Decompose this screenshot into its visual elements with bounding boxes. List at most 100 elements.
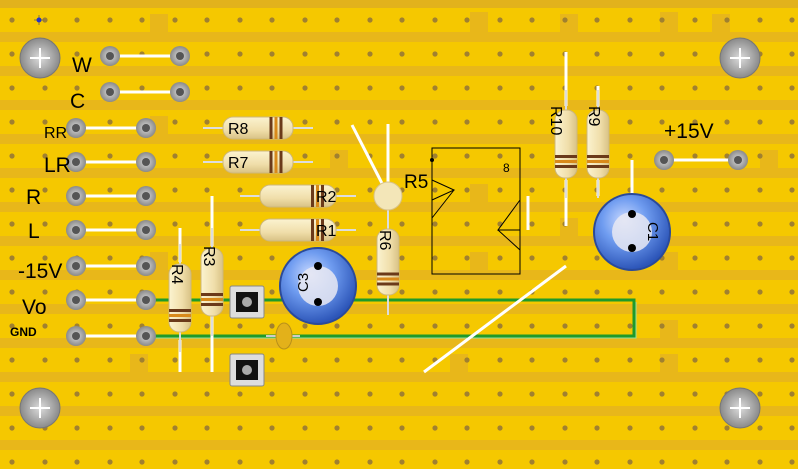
hole — [9, 323, 15, 329]
hole — [269, 425, 275, 431]
hole — [74, 391, 80, 397]
track-cut — [470, 184, 488, 208]
hole — [464, 17, 470, 23]
hole — [627, 51, 633, 57]
hole — [464, 289, 470, 295]
mounting-hole-top-right — [719, 37, 761, 79]
hole — [42, 357, 48, 363]
resistor-r7: R7 — [203, 150, 313, 174]
hole — [789, 357, 795, 363]
track-cut — [560, 14, 578, 38]
hole — [724, 323, 730, 329]
hole — [367, 17, 373, 23]
hole — [302, 357, 308, 363]
track-cut — [560, 218, 578, 242]
hole — [659, 357, 665, 363]
hole — [367, 391, 373, 397]
hole — [497, 289, 503, 295]
hole — [627, 425, 633, 431]
hole — [107, 119, 113, 125]
hole — [302, 119, 308, 125]
hole — [692, 459, 698, 465]
hole — [724, 289, 730, 295]
resistor-r7-label: R7 — [228, 155, 249, 172]
hole — [237, 459, 243, 465]
hole — [139, 391, 145, 397]
hole — [9, 17, 15, 23]
hole — [724, 153, 730, 159]
hole — [529, 391, 535, 397]
copper-strip — [0, 348, 798, 372]
hole — [529, 425, 535, 431]
copper-strip — [0, 76, 798, 100]
hole — [497, 425, 503, 431]
hole — [757, 119, 763, 125]
hole — [724, 459, 730, 465]
hole — [172, 119, 178, 125]
hole — [42, 85, 48, 91]
track-cut — [330, 150, 348, 174]
hole — [432, 17, 438, 23]
hole — [692, 255, 698, 261]
link-gnd — [66, 326, 156, 346]
hole — [724, 425, 730, 431]
ic-pin8-label: 8 — [503, 161, 510, 175]
hole — [724, 85, 730, 91]
hole — [367, 459, 373, 465]
hole — [172, 255, 178, 261]
hole — [42, 119, 48, 125]
copper-strip — [0, 314, 798, 338]
hole — [367, 85, 373, 91]
hole — [172, 459, 178, 465]
hole — [627, 119, 633, 125]
hole — [9, 119, 15, 125]
hole — [367, 119, 373, 125]
hole — [42, 17, 48, 23]
hole — [692, 153, 698, 159]
hole — [204, 119, 210, 125]
track-cut — [450, 354, 468, 378]
hole — [334, 17, 340, 23]
hole — [399, 289, 405, 295]
c3-label: C3 — [295, 273, 312, 292]
hole — [757, 425, 763, 431]
link-pos15 — [654, 150, 748, 170]
hole — [42, 459, 48, 465]
hole — [107, 459, 113, 465]
hole — [594, 289, 600, 295]
resistor-r1: R1 — [240, 218, 356, 242]
hole — [334, 459, 340, 465]
hole — [497, 323, 503, 329]
small-capacitor — [266, 322, 300, 350]
hole — [594, 459, 600, 465]
resistor-r9: R9 — [585, 90, 610, 198]
hole — [9, 51, 15, 57]
hole — [172, 221, 178, 227]
hole — [139, 357, 145, 363]
hole — [529, 153, 535, 159]
hole — [74, 459, 80, 465]
hole — [757, 289, 763, 295]
resistor-r6-label: R6 — [376, 230, 393, 251]
hole — [627, 357, 633, 363]
hole — [757, 221, 763, 227]
pad-lower — [229, 353, 265, 387]
hole — [9, 459, 15, 465]
hole — [204, 391, 210, 397]
hole — [204, 153, 210, 159]
hole — [757, 153, 763, 159]
hole — [399, 17, 405, 23]
hole — [659, 187, 665, 193]
hole — [269, 323, 275, 329]
hole — [269, 459, 275, 465]
hole — [204, 425, 210, 431]
resistor-r10: R10 — [547, 90, 578, 198]
r5-component: R5 — [373, 172, 428, 211]
hole — [139, 459, 145, 465]
pad-upper — [229, 285, 265, 319]
hole — [399, 357, 405, 363]
hole — [334, 425, 340, 431]
hole — [594, 357, 600, 363]
resistor-r9-label: R9 — [585, 106, 602, 127]
hole — [659, 17, 665, 23]
